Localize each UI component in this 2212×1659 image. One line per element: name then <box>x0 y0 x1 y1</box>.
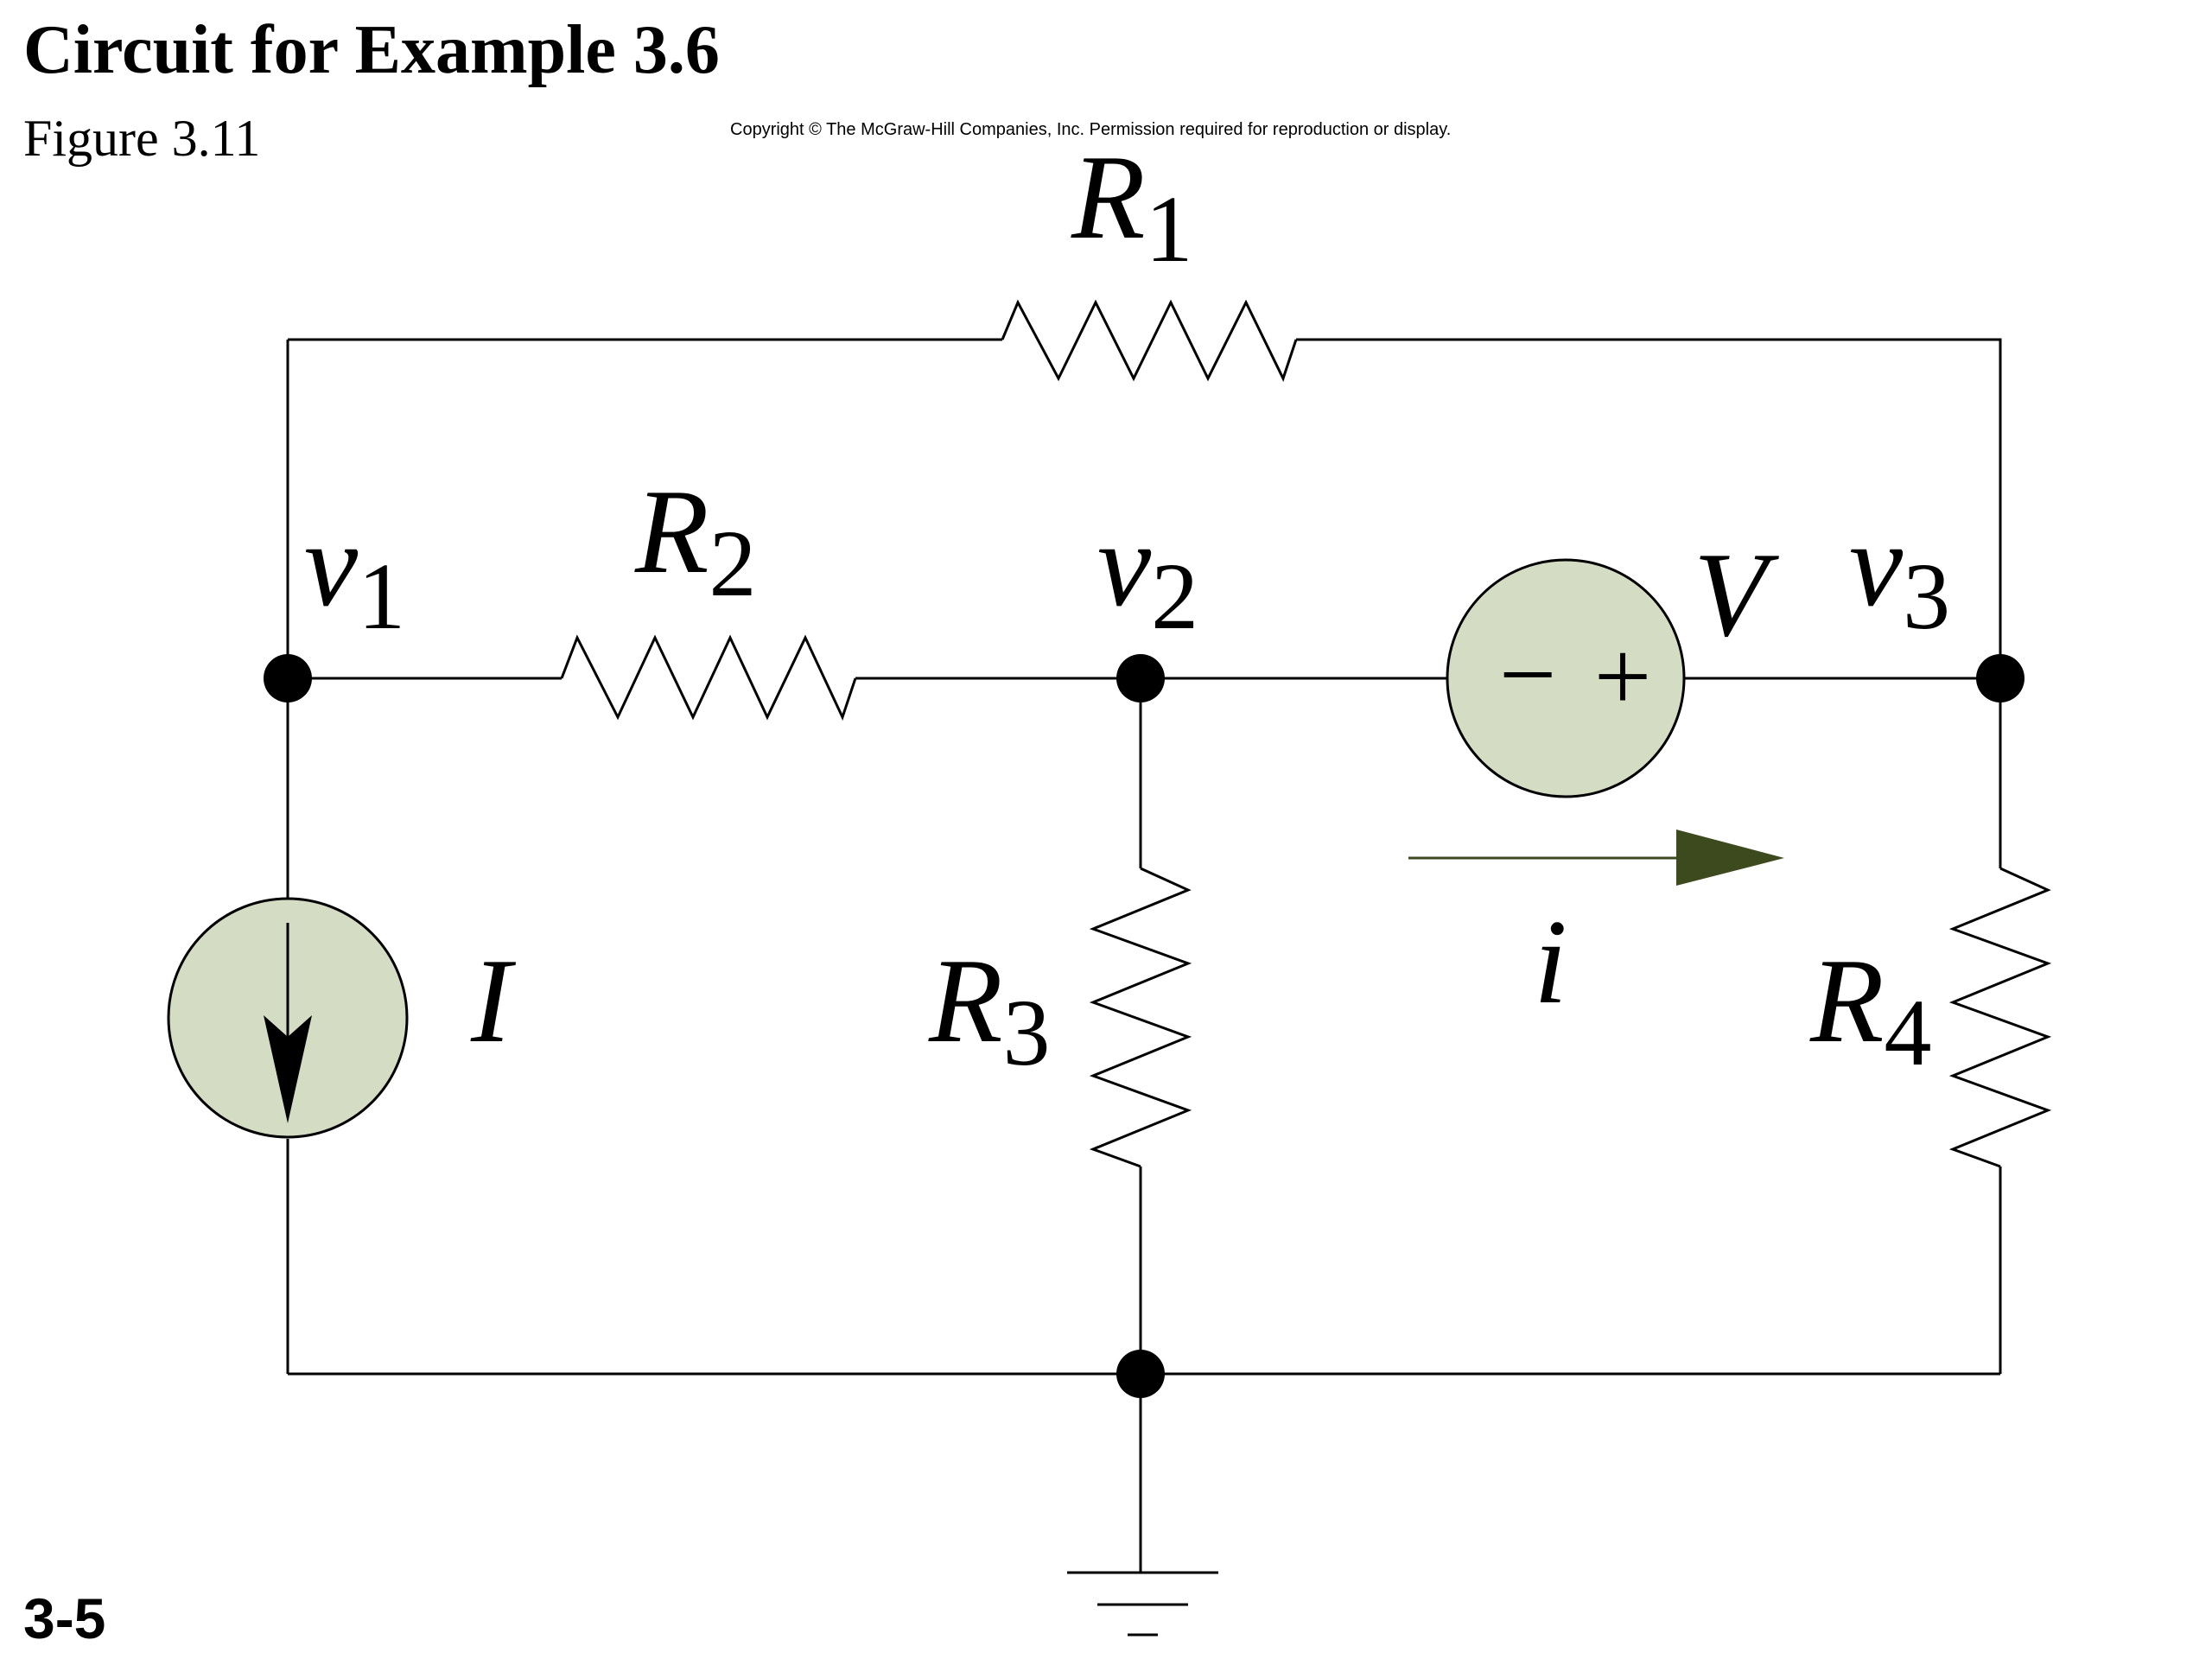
label-r2: R2 <box>634 465 757 616</box>
node-v2 <box>1116 654 1165 702</box>
current-arrowhead <box>1676 830 1784 886</box>
wire-top-right <box>1296 338 2002 678</box>
label-v2: v2 <box>1097 498 1198 649</box>
resistor-r2 <box>560 634 857 721</box>
figure-label: Figure 3.11 <box>23 110 261 167</box>
label-r1: R1 <box>1071 130 1193 282</box>
label-r4: R4 <box>1809 934 1932 1085</box>
slide-number: 3-5 <box>23 1586 106 1650</box>
label-current-source-i: I <box>470 934 517 1068</box>
current-source-arrowhead <box>264 1015 312 1123</box>
label-r3: R3 <box>928 934 1051 1085</box>
resistor-r1 <box>1001 299 1298 382</box>
label-voltage-v: V <box>1694 528 1779 662</box>
label-v3: v3 <box>1849 498 1950 649</box>
label-current-i: i <box>1534 895 1567 1029</box>
resistor-r3 <box>1089 867 1192 1168</box>
node-ground <box>1116 1350 1165 1398</box>
resistor-r4 <box>1948 867 2052 1168</box>
slide-title: Circuit for Example 3.6 <box>23 12 720 88</box>
plus-sign: + <box>1594 620 1652 733</box>
current-arrow <box>1408 830 1784 886</box>
copyright-notice: Copyright © The McGraw-Hill Companies, I… <box>730 120 1452 139</box>
label-v1: v1 <box>304 498 405 649</box>
current-source <box>167 897 409 1139</box>
node-v3 <box>1976 654 2024 702</box>
node-v1 <box>264 654 312 702</box>
voltage-source: − + <box>1446 558 1686 798</box>
ground-symbol <box>1067 1571 1218 1637</box>
minus-sign: − <box>1499 618 1557 731</box>
